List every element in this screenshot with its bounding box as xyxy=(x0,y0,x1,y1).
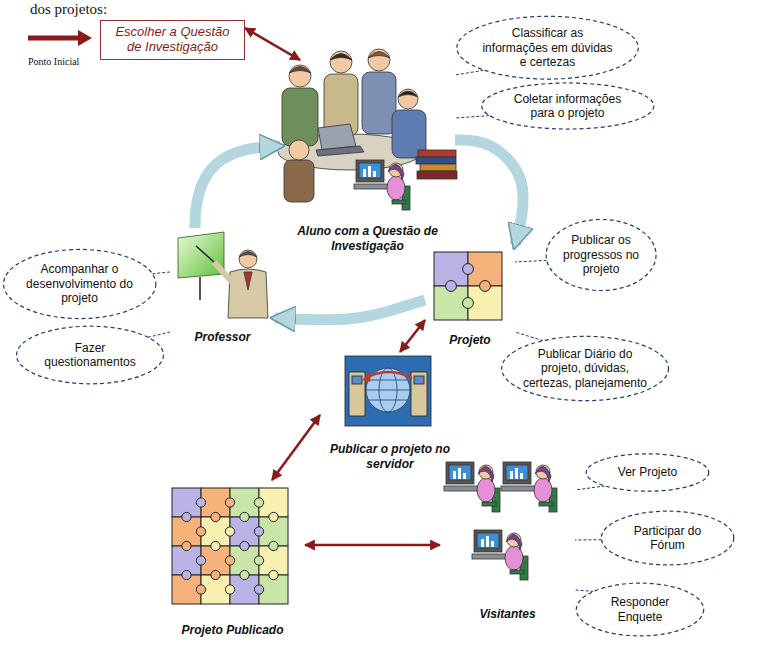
callout-leader xyxy=(575,539,601,540)
cycle-arrow xyxy=(195,146,280,228)
published-puzzle: Projeto Publicado xyxy=(160,480,305,638)
callout-leader xyxy=(575,486,605,490)
puzzle-pieces xyxy=(172,252,502,604)
double-arrow xyxy=(400,320,425,352)
callout-bubble: Coletar informações para o projeto xyxy=(480,82,656,130)
start-box: Escolher a Questão de Investigação xyxy=(100,20,245,60)
start-arrow xyxy=(28,30,92,46)
double-arrow xyxy=(305,544,440,547)
figure-caption: Professor xyxy=(194,330,250,345)
callout-bubble: Publicar os progressos no projeto xyxy=(545,218,657,292)
callout-text: Classificar as informações em dúvidas e … xyxy=(479,26,616,69)
callout-bubble: Fazer questionamentos xyxy=(15,325,165,385)
visitors-figure: Visitantes xyxy=(440,455,575,622)
callout-bubble: Responder Enquete xyxy=(575,582,705,637)
figure-caption: Projeto xyxy=(449,333,490,348)
double-arrow xyxy=(245,28,300,60)
note-label: Ponto Inicial xyxy=(28,56,79,67)
figure-caption: Projeto Publicado xyxy=(181,623,283,638)
callout-leader xyxy=(148,332,170,337)
callout-text: Participar do Fórum xyxy=(617,524,717,553)
figure-caption: Visitantes xyxy=(479,607,535,622)
figure-caption: Publicar o projeto no servidor xyxy=(320,442,460,472)
server-figure: Publicar o projeto no servidor xyxy=(320,352,460,472)
double-arrow xyxy=(272,415,320,480)
figure-caption: Aluno com a Questão de Investigação xyxy=(280,224,455,254)
callout-text: Ver Projeto xyxy=(618,465,677,479)
callout-bubble: Acompanhar o desenvolvimento do projeto xyxy=(2,248,157,320)
teacher-illustration xyxy=(178,232,268,318)
callout-bubble: Publicar Diário do projeto, dúvidas, cer… xyxy=(500,335,670,402)
callout-text: Coletar informações para o projeto xyxy=(502,92,632,121)
note-label: dos projetos: xyxy=(30,1,107,18)
cycle-arrow xyxy=(275,300,425,320)
callout-text: Publicar os progressos no projeto xyxy=(559,233,642,276)
callout-text: Publicar Diário do projeto, dúvidas, cer… xyxy=(522,347,648,390)
project-puzzle: Projeto xyxy=(425,245,515,348)
callout-bubble: Classificar as informações em dúvidas e … xyxy=(455,15,640,80)
server-illustration xyxy=(345,356,431,426)
callout-leader xyxy=(515,260,547,262)
callout-leader xyxy=(152,272,170,274)
callout-bubble: Participar do Fórum xyxy=(600,510,735,566)
callout-leader xyxy=(455,70,484,75)
teacher-figure: Professor xyxy=(170,228,275,345)
callout-leader xyxy=(575,590,594,591)
callout-leader xyxy=(515,332,543,341)
callout-text: Fazer questionamentos xyxy=(35,341,146,370)
team-illustration xyxy=(278,49,457,202)
callout-bubble: Ver Projeto xyxy=(585,453,710,492)
callout-leader xyxy=(455,116,489,118)
cycle-arrow xyxy=(455,140,523,245)
callout-text: Acompanhar o desenvolvimento do projeto xyxy=(22,262,137,305)
box-text: Escolher a Questão de Investigação xyxy=(107,25,238,55)
callout-text: Responder Enquete xyxy=(592,595,688,624)
student-group: Aluno com a Questão de Investigação xyxy=(280,60,455,254)
